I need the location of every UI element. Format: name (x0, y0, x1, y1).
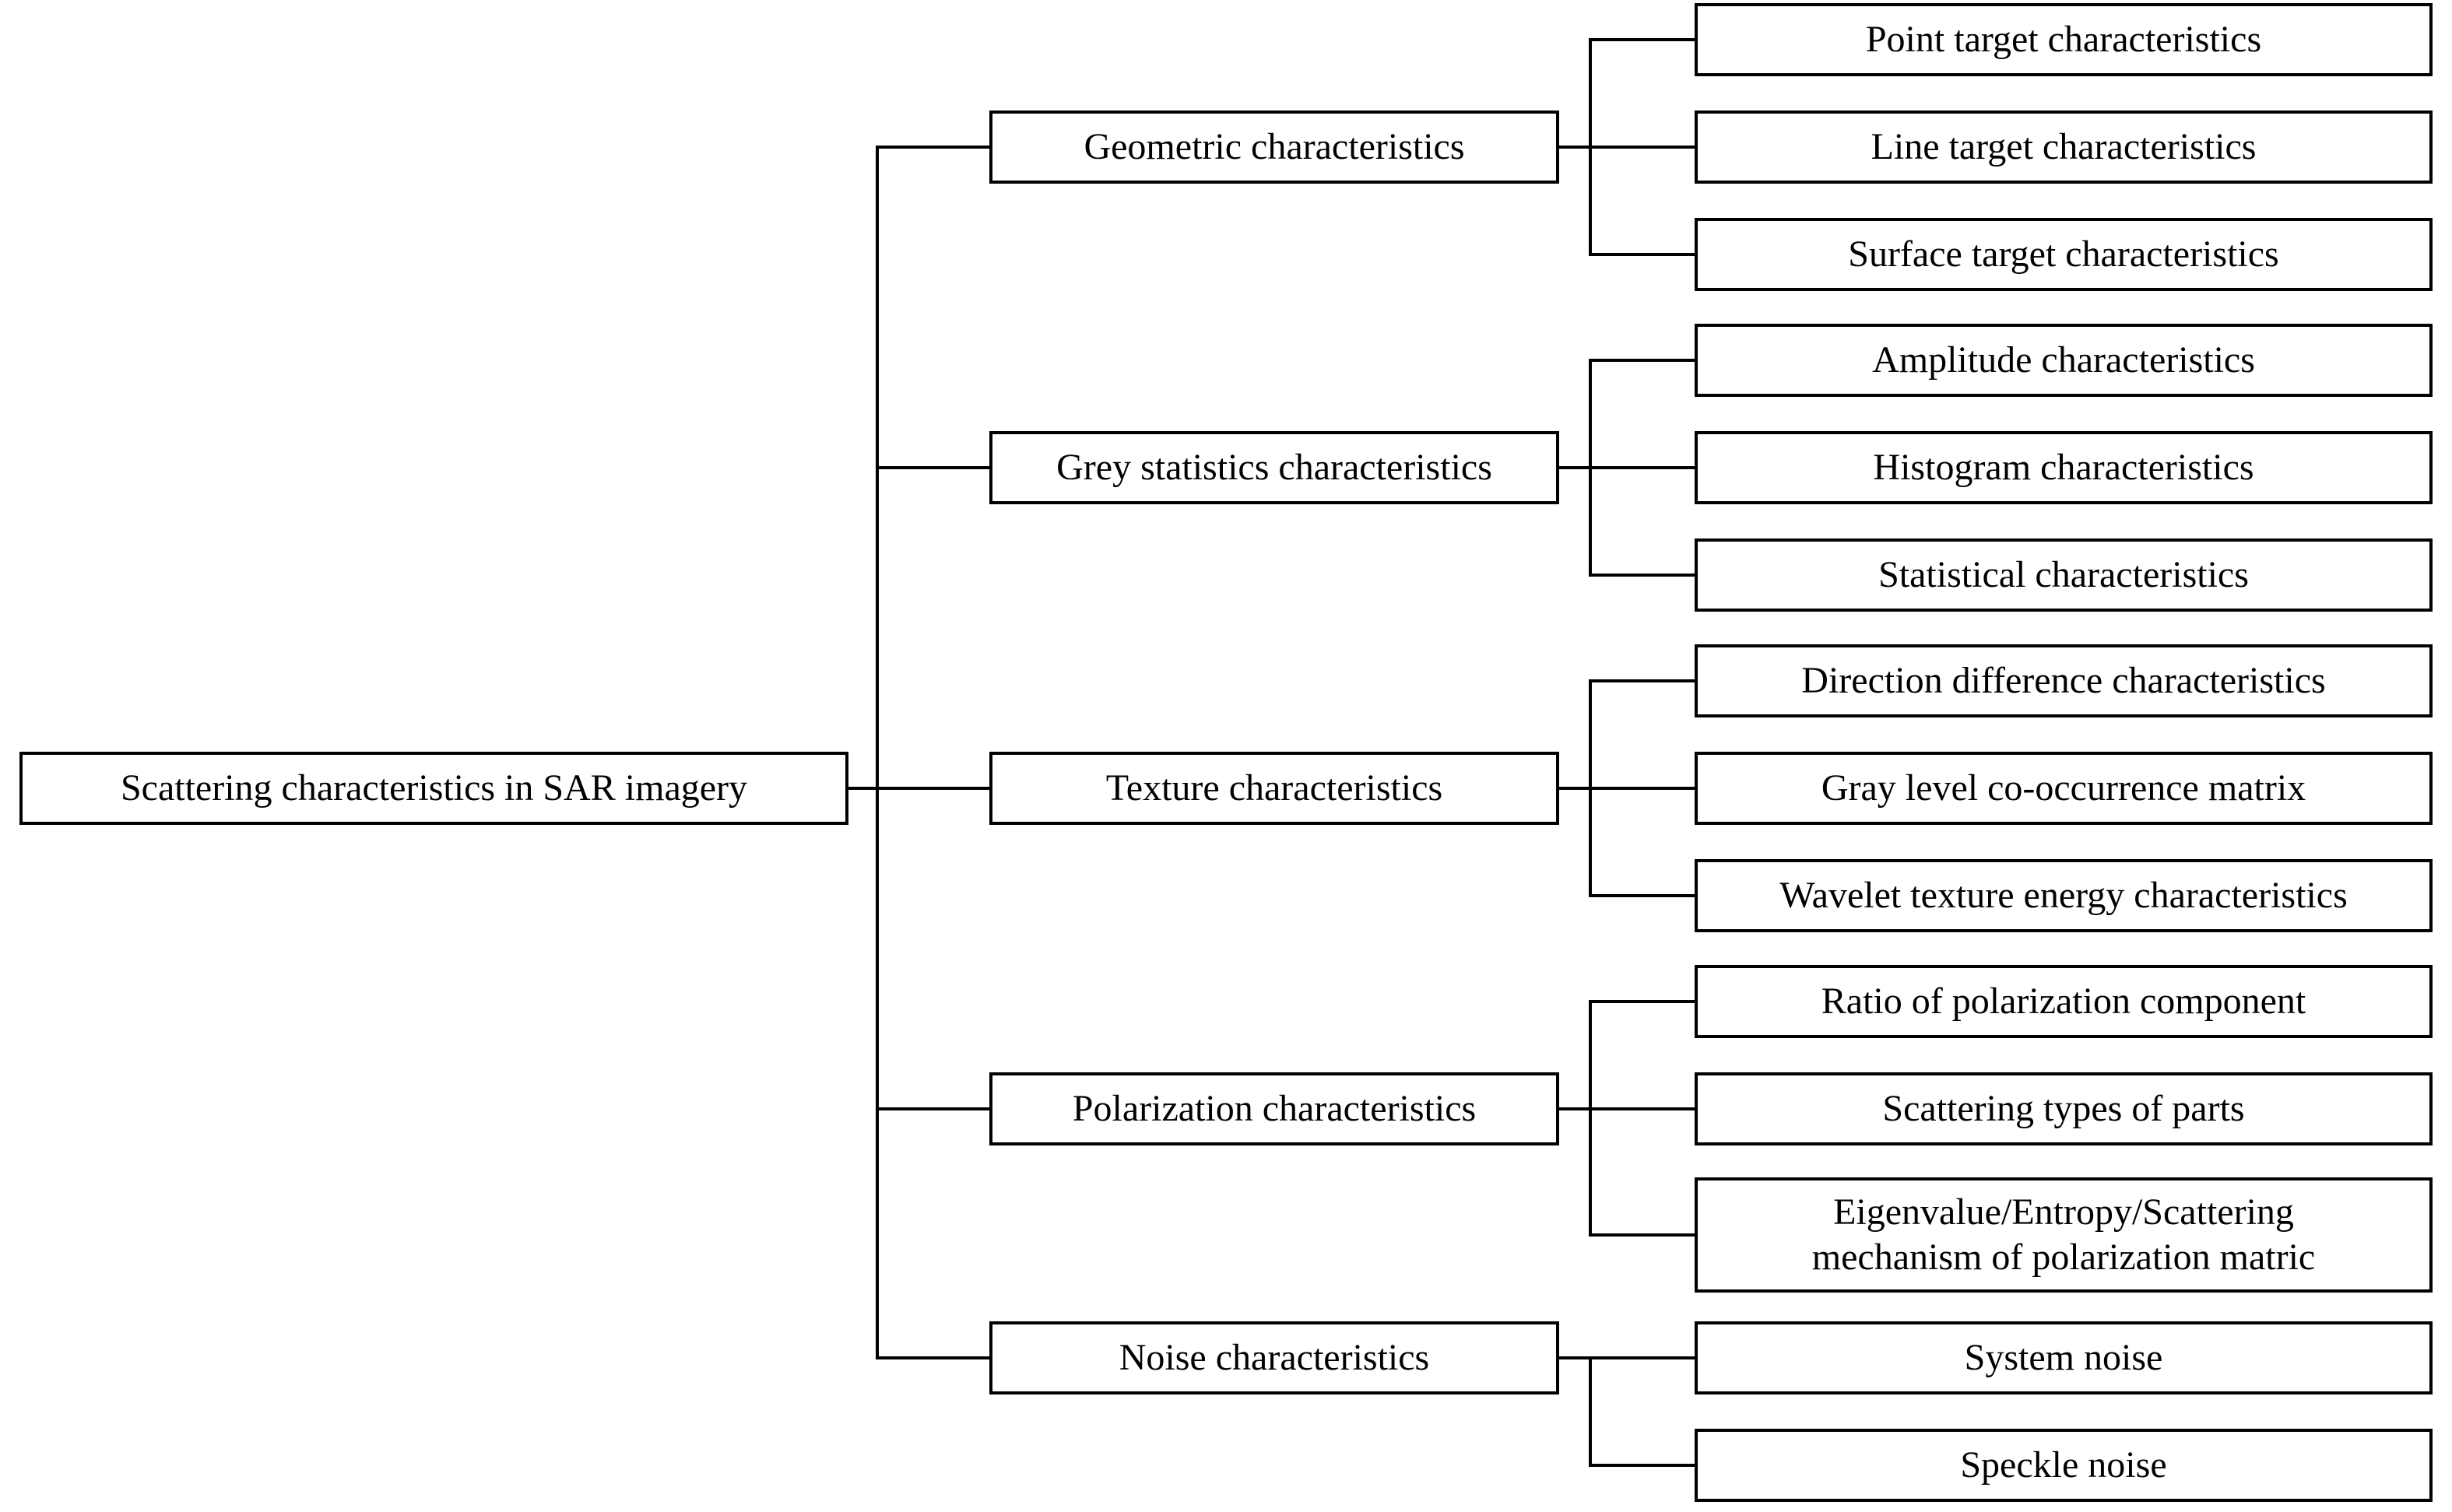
node-leaf-glcm: Gray level co-occurrence matrix (1695, 752, 2433, 825)
node-label: Polarization characteristics (1072, 1088, 1477, 1130)
node-root-label: Scattering characteristics in SAR imager… (120, 767, 748, 809)
node-label: Line target characteristics (1871, 126, 2257, 168)
node-leaf-line-target: Line target characteristics (1695, 111, 2433, 184)
node-leaf-histogram: Histogram characteristics (1695, 431, 2433, 504)
node-label: Direction difference characteristics (1801, 660, 2326, 702)
node-label: Wavelet texture energy characteristics (1779, 875, 2348, 917)
node-leaf-direction-difference: Direction difference characteristics (1695, 644, 2433, 717)
node-branch-geometric: Geometric characteristics (989, 111, 1559, 184)
node-leaf-wavelet-texture-energy: Wavelet texture energy characteristics (1695, 859, 2433, 932)
node-label: System noise (1964, 1337, 2163, 1379)
node-branch-texture: Texture characteristics (989, 752, 1559, 825)
node-label: Scattering types of parts (1882, 1088, 2245, 1130)
node-label: Histogram characteristics (1873, 447, 2254, 489)
node-label: Gray level co-occurrence matrix (1821, 767, 2306, 809)
node-label: Noise characteristics (1119, 1337, 1430, 1379)
node-leaf-speckle-noise: Speckle noise (1695, 1429, 2433, 1502)
node-leaf-system-noise: System noise (1695, 1321, 2433, 1394)
node-root: Scattering characteristics in SAR imager… (19, 752, 848, 825)
node-branch-polarization: Polarization characteristics (989, 1072, 1559, 1145)
node-leaf-eigenvalue-entropy: Eigenvalue/Entropy/Scattering mechanism … (1695, 1177, 2433, 1293)
node-label: Surface target characteristics (1848, 233, 2279, 275)
node-label: Statistical characteristics (1878, 554, 2249, 596)
node-leaf-statistical: Statistical characteristics (1695, 538, 2433, 612)
node-label: Grey statistics characteristics (1056, 447, 1492, 489)
node-label: Speckle noise (1960, 1444, 2167, 1486)
node-branch-noise: Noise characteristics (989, 1321, 1559, 1394)
node-label: Ratio of polarization component (1821, 981, 2306, 1023)
node-leaf-point-target: Point target characteristics (1695, 3, 2433, 76)
node-leaf-amplitude: Amplitude characteristics (1695, 324, 2433, 397)
node-leaf-ratio-polarization: Ratio of polarization component (1695, 965, 2433, 1038)
node-leaf-surface-target: Surface target characteristics (1695, 218, 2433, 291)
node-label: Texture characteristics (1105, 767, 1443, 809)
node-label-line-2: mechanism of polarization matric (1811, 1237, 2316, 1278)
node-label: Geometric characteristics (1084, 126, 1465, 168)
node-label: Amplitude characteristics (1872, 339, 2255, 381)
node-label: Point target characteristics (1865, 19, 2262, 61)
node-leaf-scattering-types: Scattering types of parts (1695, 1072, 2433, 1145)
node-branch-grey-statistics: Grey statistics characteristics (989, 431, 1559, 504)
node-label-line-1: Eigenvalue/Entropy/Scattering (1833, 1191, 2294, 1233)
